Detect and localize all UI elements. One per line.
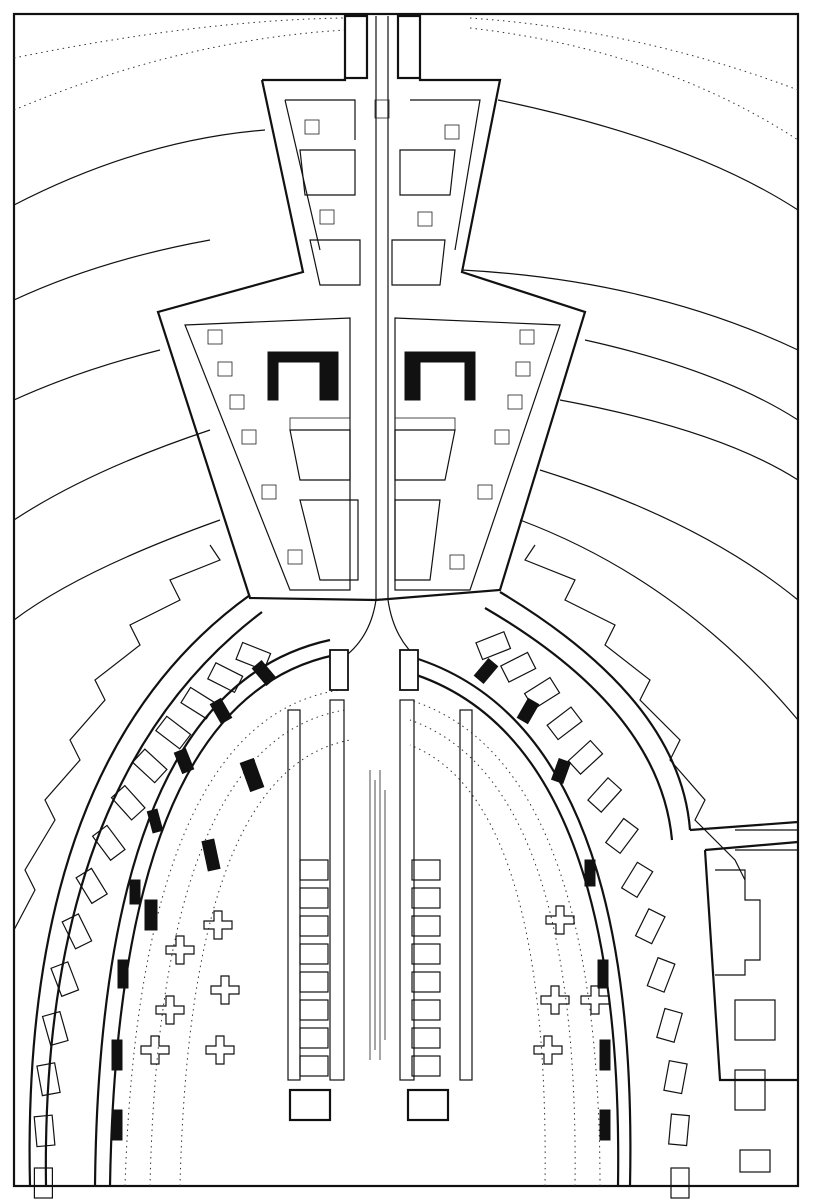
stepped-outline-left (13, 544, 221, 931)
cell (587, 776, 623, 813)
cell (75, 867, 108, 905)
cell (646, 956, 676, 993)
concentric-arc-lines (13, 99, 799, 721)
cross-pier (540, 985, 570, 1015)
cross-pier (140, 1035, 170, 1065)
cell (41, 1010, 69, 1047)
central-nave (287, 599, 473, 1081)
cell (567, 739, 604, 775)
bottom-blocks (288, 999, 776, 1173)
pier (411, 887, 441, 909)
stepped-outline-right (524, 544, 746, 881)
pier (299, 999, 329, 1021)
cell (91, 824, 126, 862)
cross-pier (210, 975, 240, 1005)
cell (61, 913, 93, 950)
pier (411, 943, 441, 965)
cell (33, 1114, 56, 1148)
cell (475, 630, 512, 661)
cell (499, 651, 537, 683)
pier (411, 1055, 441, 1077)
cross-pier (545, 905, 575, 935)
cell (620, 861, 654, 899)
cross-pier (203, 910, 233, 940)
outer-dotted-arcs (13, 17, 799, 141)
cell (206, 661, 244, 694)
pier (411, 859, 441, 881)
pier (299, 887, 329, 909)
right-annex (715, 829, 798, 976)
cell (235, 641, 272, 672)
hatched-wall-segments (111, 658, 611, 1141)
nave-piers-left (299, 859, 329, 1077)
cell (670, 1167, 690, 1199)
cell (33, 1167, 54, 1199)
pier (299, 971, 329, 993)
cell (634, 908, 666, 945)
pier (299, 915, 329, 937)
horseshoe-outer-walls (28, 591, 799, 1187)
pier (411, 915, 441, 937)
cell (131, 748, 168, 784)
inner-rings (93, 638, 632, 1187)
entrance-piers (343, 14, 422, 600)
pier (299, 1055, 329, 1077)
cross-pier (533, 1035, 563, 1065)
cell (110, 784, 146, 821)
cell (604, 817, 639, 855)
cross-pier (155, 995, 185, 1025)
pier (411, 971, 441, 993)
pier (411, 1027, 441, 1049)
upper-neck-block (156, 78, 587, 602)
cross-pier (165, 935, 195, 965)
cell (663, 1060, 688, 1095)
cell (546, 706, 583, 741)
cross-pier (205, 1035, 235, 1065)
nave-piers-right (411, 859, 441, 1077)
pier (299, 859, 329, 881)
cell (668, 1113, 691, 1147)
pier (299, 1027, 329, 1049)
cell (180, 686, 217, 720)
fan-block (184, 317, 561, 591)
cell (155, 715, 192, 750)
cell (36, 1062, 61, 1097)
cell (656, 1007, 683, 1043)
cell-ring-right (475, 630, 691, 1199)
outer-frame (12, 12, 800, 1188)
cell (50, 961, 80, 998)
cell-ring-left (33, 641, 272, 1199)
pier (411, 999, 441, 1021)
cross-pier (580, 985, 610, 1015)
cross-piers (140, 905, 610, 1065)
pier (299, 943, 329, 965)
